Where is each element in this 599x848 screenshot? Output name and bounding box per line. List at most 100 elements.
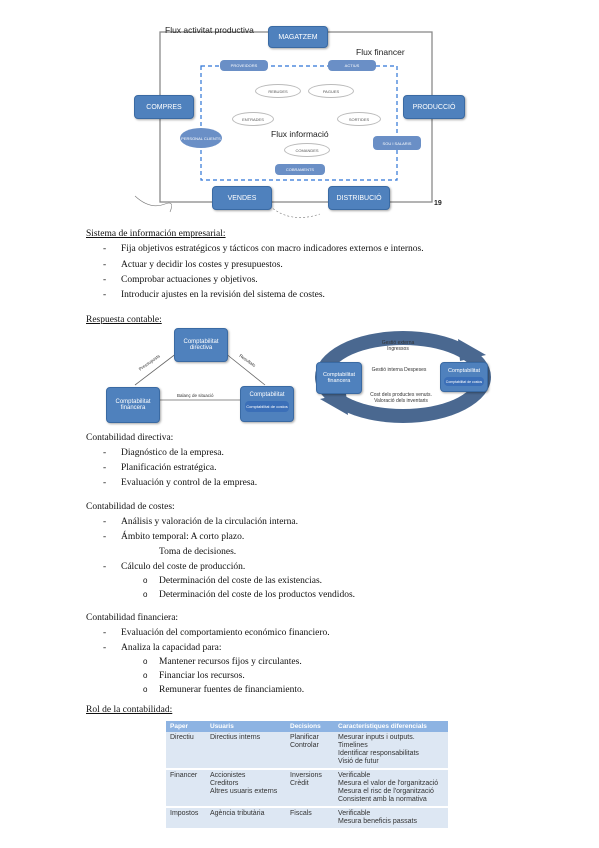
table-cell-line: Timelines: [338, 742, 368, 749]
small-node-cobraments: COBRAMENTS: [275, 164, 325, 175]
cycle-mid-text: Gestió interna Despeses: [371, 367, 427, 373]
cycle-left-node: Comptabilitat financera: [316, 362, 362, 394]
triangle-right-sub: Comptabilitat de costos: [245, 401, 289, 412]
table-cell-line: Inversions: [290, 772, 322, 779]
table-cell-line: Planificar: [290, 734, 319, 741]
list-item: Evaluación del comportamiento económico …: [121, 628, 330, 638]
list-item: Remunerar fuentes de financiamiento.: [159, 685, 305, 695]
small-node-proveidors: PROVEIDORS: [220, 60, 268, 71]
table-cell-paper: Directiu: [166, 732, 206, 770]
outer-flow-label: Flux activitat productiva: [165, 25, 254, 35]
bullet-dash: -: [103, 643, 107, 653]
list-item: Financiar los recursos.: [159, 671, 245, 681]
table-cell-line: Consistent amb la normativa: [338, 796, 427, 803]
list-item: Evaluación y control de la empresa.: [121, 478, 258, 488]
bullet-dash: -: [103, 517, 107, 527]
list-item: Fija objetivos estratégicos y tácticos c…: [121, 244, 424, 254]
section-heading-costes: Contabilidad de costes:: [86, 502, 175, 512]
table-cell-line: Directius interns: [210, 734, 261, 741]
bullet-dash: -: [103, 290, 107, 300]
cycle-top-text: Gestió externa Ingressos: [381, 340, 415, 352]
oval-sortides: SORTIDES: [337, 112, 381, 126]
table-cell-line: Controlar: [290, 742, 319, 749]
table-cell-line: Agència tributària: [210, 810, 265, 817]
triangle-left-node: Comptabilitat financera: [106, 387, 160, 423]
table-cell-line: Mesura beneficis passats: [338, 818, 417, 825]
table-cell-line: Mesura el valor de l'organització: [338, 780, 439, 787]
bullet-circle: o: [143, 576, 148, 585]
list-item: Analiza la capacidad para:: [121, 643, 222, 653]
page-number: 19: [434, 200, 442, 207]
small-node-actius: ACTIUS: [328, 60, 376, 71]
table-cell-line: Creditors: [210, 780, 239, 787]
table-cell-paper: Financer: [166, 769, 206, 808]
list-item: Planificación estratégica.: [121, 463, 217, 473]
bullet-dash: -: [103, 244, 107, 254]
table-cell-line: Accionistes: [210, 772, 246, 779]
table-cell-decisions: Fiscals: [286, 807, 334, 830]
list-item: Determinación del coste de las existenci…: [159, 576, 323, 586]
table-header-caracteristiques: Característiques diferencials: [334, 721, 448, 732]
table-cell-line: Identificar responsabilitats: [338, 750, 419, 757]
bullet-dash: -: [103, 275, 107, 285]
list-item: Actuar y decidir los costes y presupuest…: [121, 260, 283, 270]
section-heading-financiera: Contabilidad financiera:: [86, 613, 179, 623]
bullet-dash: -: [103, 628, 107, 638]
list-item: Toma de decisiones.: [159, 547, 237, 557]
rol-table: Paper Usuaris Decisions Característiques…: [166, 721, 448, 830]
list-item: Análisis y valoración de la circulación …: [121, 517, 299, 527]
table-cell-line: Visió de futur: [338, 758, 379, 765]
cycle-right-label: Comptabilitat: [447, 368, 481, 374]
bullet-dash: -: [103, 532, 107, 542]
node-vendes: VENDES: [212, 186, 272, 210]
table-header-decisions: Decisions: [286, 721, 334, 732]
bullet-circle: o: [143, 671, 148, 680]
table-header-paper: Paper: [166, 721, 206, 732]
bullet-circle: o: [143, 685, 148, 694]
bullet-dash: -: [103, 478, 107, 488]
node-compres: COMPRES: [134, 95, 194, 119]
table-cell-line: Mesurar inputs i outputs.: [338, 734, 415, 741]
table-cell-line: Mesura el risc de l'organització: [338, 788, 434, 795]
cycle-right-node: Comptabilitat Comptabilitat de costos: [440, 362, 488, 392]
oval-comandes: COMANDES: [284, 143, 330, 157]
table-header-row: Paper Usuaris Decisions Característiques…: [166, 721, 448, 732]
small-node-sous: SOU I SALARIS: [373, 136, 421, 150]
small-node-personal: PERSONAL CLIENTS: [180, 128, 222, 148]
node-distribucio: DISTRIBUCIÓ: [328, 186, 390, 210]
table-cell-line: Altres usuaris externs: [210, 788, 278, 795]
bullet-dash: -: [103, 463, 107, 473]
triangle-top-node: Comptabilitat directiva: [174, 328, 228, 362]
oval-pagues: PAGUES: [308, 84, 354, 98]
list-item: Determinación del coste de los productos…: [159, 590, 356, 600]
financial-flow-label: Flux financer: [356, 47, 405, 57]
table-header-usuaris: Usuaris: [206, 721, 286, 732]
node-produccio: PRODUCCIÓ: [403, 95, 465, 119]
cycle-shape: [315, 331, 491, 423]
bullet-dash: -: [103, 448, 107, 458]
triangle-lines: [134, 352, 266, 401]
oval-entrades: ENTRADES: [232, 112, 274, 126]
oval-rebudes: REBUDES: [255, 84, 301, 98]
table-cell-line: Verificable: [338, 810, 371, 817]
triangle-right-label: Comptabilitat: [249, 392, 285, 398]
triangle-bottom-edge-label: Balanç de situació: [177, 393, 214, 398]
table-cell-line: Verificable: [338, 772, 371, 779]
node-magatzem: MAGATZEM: [268, 26, 328, 48]
bullet-circle: o: [143, 657, 148, 666]
table-cell-line: Crèdit: [290, 780, 309, 787]
bullet-circle: o: [143, 590, 148, 599]
triangle-right-node: Comptabilitat Comptabilitat de costos: [240, 386, 294, 422]
list-item: Comprobar actuaciones y objetivos.: [121, 275, 258, 285]
section-heading-sistema: Sistema de información empresarial:: [86, 229, 226, 239]
